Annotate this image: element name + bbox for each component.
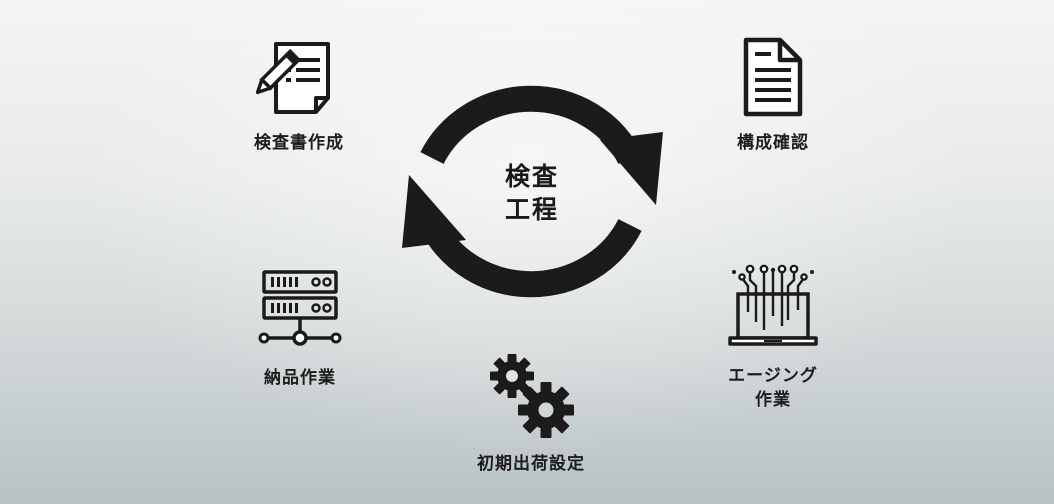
cycle-arrow-bottom bbox=[420, 218, 642, 298]
cycle-arrowhead-right bbox=[600, 132, 663, 205]
cycle-arrow-top bbox=[420, 85, 642, 165]
step-label-initial-setup: 初期出荷設定 bbox=[477, 454, 585, 474]
step-label-aging: エージング 作業 bbox=[698, 364, 848, 412]
document-icon bbox=[743, 37, 803, 117]
center-title-line1: 検査 bbox=[504, 162, 559, 191]
gears-icon bbox=[490, 354, 574, 438]
center-title: 検査 工程 bbox=[482, 160, 582, 226]
step-label-delivery: 納品作業 bbox=[264, 368, 336, 388]
cycle-arrowhead-left bbox=[402, 175, 466, 248]
laptop-circuit-icon bbox=[728, 264, 818, 346]
server-icon bbox=[258, 270, 342, 346]
step-label-inspection-doc: 検査書作成 bbox=[254, 133, 344, 153]
document-pen-icon bbox=[255, 42, 330, 114]
step-label-aging-line2: 作業 bbox=[755, 390, 791, 410]
center-title-line2: 工程 bbox=[504, 195, 559, 224]
step-label-aging-line1: エージング bbox=[728, 366, 818, 386]
cycle-arrows-icon bbox=[402, 85, 663, 298]
step-label-config-check: 構成確認 bbox=[737, 133, 809, 153]
